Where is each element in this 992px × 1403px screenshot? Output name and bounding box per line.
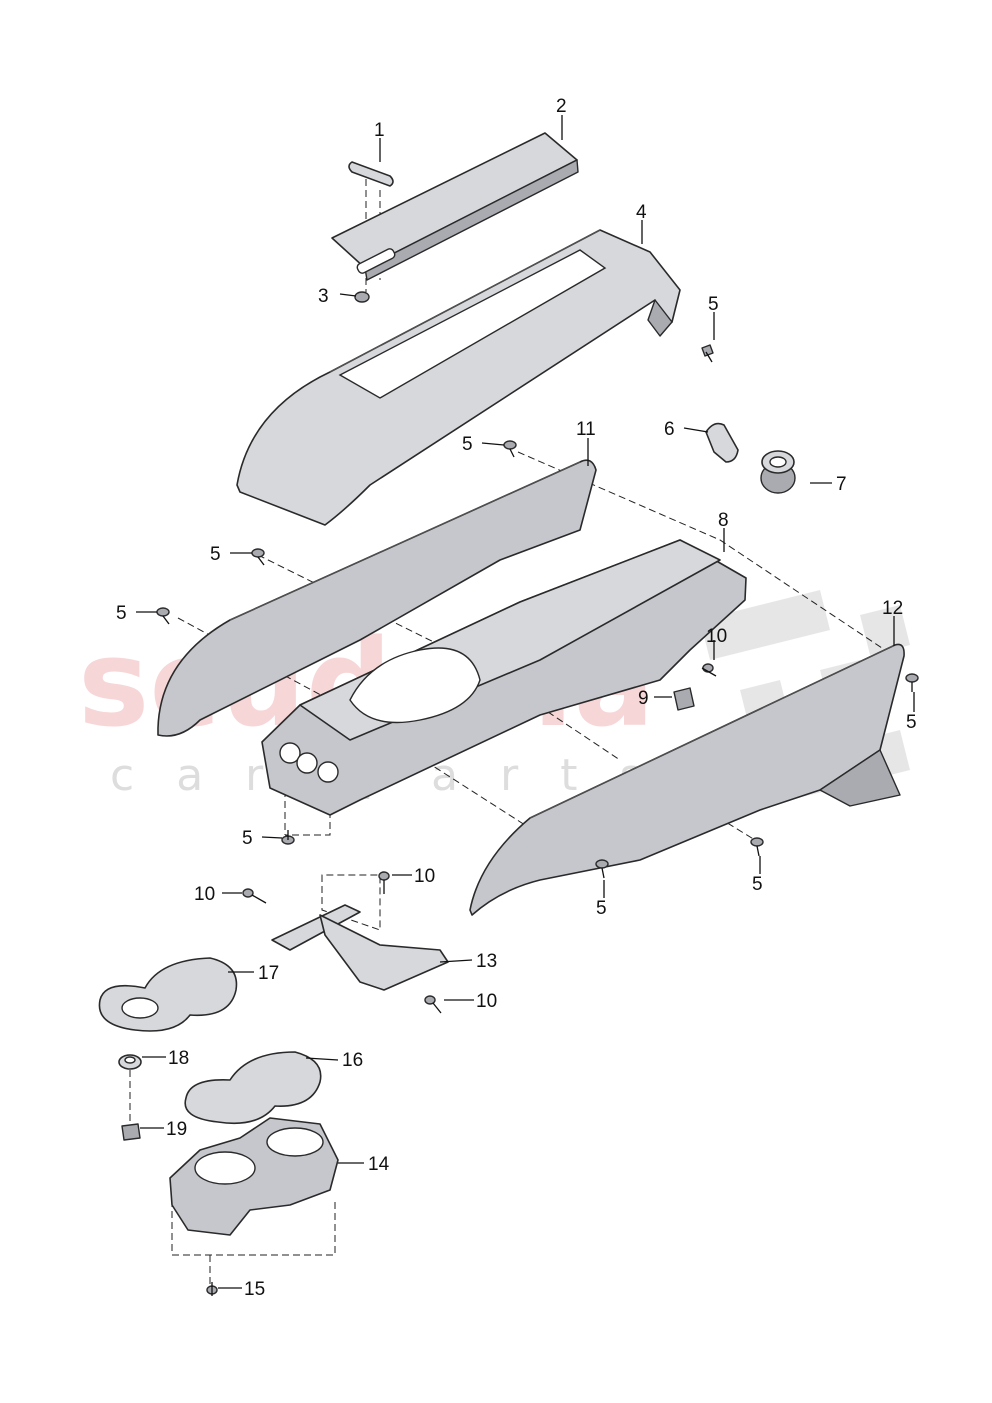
callout-labels: 1 2 3 4 5 5 5 5 5 5 5 5 6 7 8 9 10 10 10… bbox=[116, 96, 917, 1300]
part-16-mat bbox=[184, 1051, 322, 1125]
part-11-left-side-panel bbox=[157, 459, 597, 737]
label-5: 5 bbox=[752, 874, 763, 895]
screw-icon bbox=[378, 871, 390, 894]
checkered-flag bbox=[700, 590, 910, 800]
label-3: 3 bbox=[318, 286, 329, 307]
screw-icon bbox=[503, 440, 517, 458]
label-10: 10 bbox=[476, 991, 497, 1012]
screw-icon bbox=[750, 837, 764, 857]
label-5: 5 bbox=[462, 434, 473, 455]
label-8: 8 bbox=[718, 510, 729, 531]
part-19-clip bbox=[121, 1123, 141, 1141]
label-5: 5 bbox=[596, 898, 607, 919]
label-15: 15 bbox=[244, 1279, 265, 1300]
label-2: 2 bbox=[556, 96, 567, 117]
label-10: 10 bbox=[414, 866, 435, 887]
screw-icon bbox=[242, 888, 267, 904]
screws bbox=[156, 344, 919, 1296]
label-10: 10 bbox=[194, 884, 215, 905]
label-9: 9 bbox=[638, 688, 649, 709]
label-1: 1 bbox=[374, 120, 385, 141]
label-5: 5 bbox=[708, 294, 719, 315]
screw-icon bbox=[701, 344, 714, 363]
leader-lines bbox=[136, 115, 915, 1289]
label-13: 13 bbox=[476, 951, 497, 972]
screw-icon bbox=[424, 995, 442, 1014]
label-10: 10 bbox=[706, 626, 727, 647]
part-13-bracket bbox=[271, 904, 449, 991]
label-16: 16 bbox=[342, 1050, 363, 1071]
label-14: 14 bbox=[368, 1154, 390, 1175]
label-4: 4 bbox=[636, 202, 647, 223]
label-18: 18 bbox=[168, 1048, 189, 1069]
screw-icon bbox=[281, 830, 295, 845]
part-14-cup-holder bbox=[169, 1117, 339, 1236]
label-5: 5 bbox=[906, 712, 917, 733]
part-12-right-side-panel bbox=[469, 643, 905, 916]
part-8-console-base bbox=[261, 539, 747, 816]
part-4-console-cover bbox=[236, 229, 681, 526]
part-6-switch bbox=[705, 422, 739, 463]
screw-icon bbox=[701, 663, 717, 677]
label-7: 7 bbox=[836, 474, 847, 495]
part-2-cover-panel bbox=[331, 132, 579, 281]
label-19: 19 bbox=[166, 1119, 187, 1140]
screw-icon bbox=[206, 1282, 218, 1296]
label-5: 5 bbox=[242, 828, 253, 849]
part-3-clip bbox=[354, 291, 370, 303]
part-18-grommet bbox=[118, 1054, 142, 1070]
screw-icon bbox=[905, 673, 919, 692]
screw-icon bbox=[595, 859, 609, 879]
part-9-nut bbox=[673, 687, 695, 711]
label-17: 17 bbox=[258, 963, 279, 984]
part-1-trim-strip bbox=[348, 161, 394, 187]
label-12: 12 bbox=[882, 598, 903, 619]
label-11: 11 bbox=[576, 419, 596, 440]
part-7-socket bbox=[760, 450, 796, 494]
part-17-mat bbox=[98, 957, 238, 1032]
label-6: 6 bbox=[664, 419, 675, 440]
label-5: 5 bbox=[116, 603, 127, 624]
label-5: 5 bbox=[210, 544, 221, 565]
